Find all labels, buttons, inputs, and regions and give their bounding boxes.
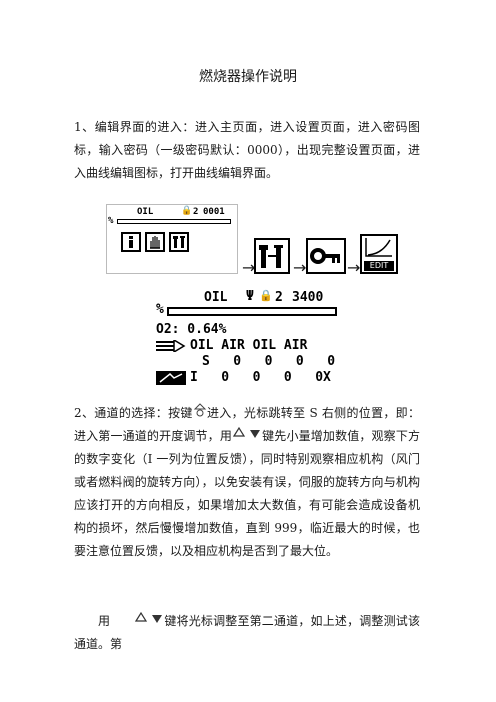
hand-icon[interactable] (145, 232, 165, 252)
screen1-percent: % (108, 216, 114, 226)
screen2-value: 3400 (292, 290, 324, 305)
lcd-screen-main: OIL 🔒 2 0001 % (106, 204, 238, 274)
edit-label: EDIT (364, 261, 394, 271)
paragraph-2-part-b: 进入，光标跳转至 S 右侧的位置，即：进入第一通道的开度调节，用 (74, 406, 420, 443)
lcd-screen-curve-edit: OIL Ψ 🔒 2 3400 % O2: 0.64% OIL AIR OIL A… (156, 288, 342, 388)
flow-arrow-1: → (242, 258, 256, 277)
enter-key-icon (193, 402, 207, 425)
lock-icon: 🔒 (259, 289, 273, 302)
paragraph-2-part-a: 2、通道的选择：按键 (74, 406, 193, 420)
screen2-fuel: OIL (204, 290, 228, 305)
paragraph-2-part-c: 键先小量增加数值，观察下方的数字变化（I 一列为位置反馈），同时特别观察相应机构… (74, 429, 420, 558)
screen1-fuel: OIL (137, 207, 154, 217)
up-down-keys-icon (232, 425, 262, 448)
paragraph-3-part-a: 用 (98, 614, 111, 628)
curve-edit-icon[interactable]: EDIT (360, 234, 398, 274)
paragraph-3: 用键将光标调整至第二通道，如上述，调整测试该通道。第 (74, 610, 420, 656)
screen1-level-bar (117, 219, 231, 224)
paragraph-3-part-b: 键将光标调整至第二通道，如上述，调整测试该通道。第 (74, 614, 420, 651)
screen2-lock-num: 2 (275, 290, 283, 305)
cursor-arrow-icon (156, 338, 186, 354)
settings-tools-icon[interactable] (254, 238, 290, 274)
o2-readout: O2: 0.64% (156, 322, 227, 337)
screen2-percent: % (156, 302, 164, 317)
screen1-value: 0001 (203, 207, 225, 217)
channel-headers: OIL AIR OIL AIR (190, 338, 308, 353)
row-feedback: I 0 0 0 0X (190, 370, 331, 385)
key-icon[interactable] (306, 238, 346, 274)
row-setpoint: S 0 0 0 0 (202, 354, 336, 369)
lock-icon: 🔒 (181, 206, 193, 216)
document-title: 燃烧器操作说明 (199, 69, 297, 85)
curve-mode-icon (156, 371, 186, 385)
flow-arrow-3: → (347, 258, 361, 277)
up-down-keys-icon (110, 610, 164, 633)
info-icon[interactable] (121, 232, 141, 252)
flow-arrow-2: → (293, 258, 307, 277)
screen2-level-bar (167, 307, 337, 316)
paragraph-1: 1、编辑界面的进入：进入主页面，进入设置页面，进入密码图标，输入密码（一级密码默… (74, 120, 420, 180)
tools-icon[interactable] (169, 232, 189, 252)
flame-sensor-icon: Ψ (246, 289, 254, 304)
screen1-lock-num: 2 (193, 207, 199, 217)
paragraph-2: 2、通道的选择：按键进入，光标跳转至 S 右侧的位置，即：进入第一通道的开度调节… (74, 402, 420, 563)
